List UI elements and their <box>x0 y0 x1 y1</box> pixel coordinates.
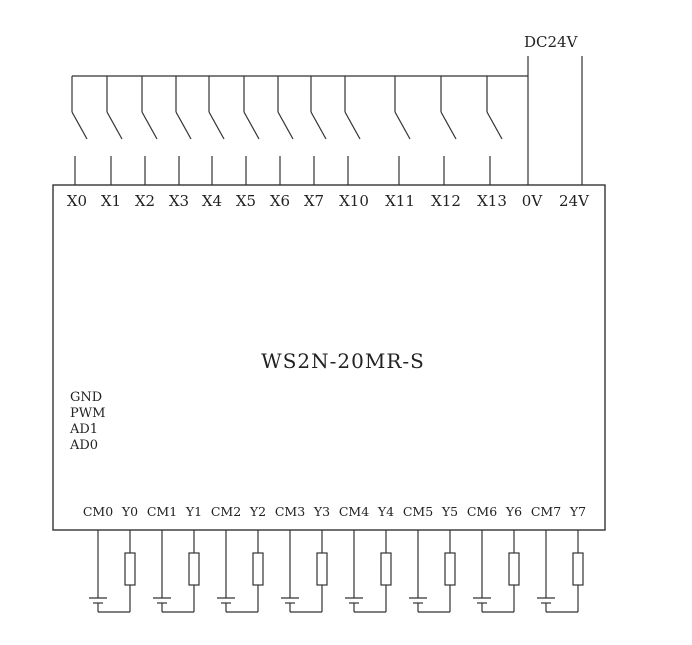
switch-contact <box>486 111 503 140</box>
input-switch <box>277 76 294 185</box>
output-circuit <box>409 530 456 613</box>
supply-label: DC24V <box>524 33 579 51</box>
input-switch <box>106 76 123 185</box>
terminal-x2: X2 <box>135 192 155 210</box>
load-resistor <box>188 552 200 586</box>
terminal-y4: Y4 <box>377 504 394 519</box>
terminal-x11: X11 <box>385 192 415 210</box>
load-resistor <box>572 552 584 586</box>
terminal-y6: Y6 <box>505 504 522 519</box>
output-circuit <box>89 530 136 613</box>
terminal-x5: X5 <box>236 192 256 210</box>
terminal-y0: Y0 <box>121 504 138 519</box>
switch-contact <box>71 111 88 140</box>
input-switch <box>71 76 88 185</box>
input-switch <box>486 76 503 185</box>
load-resistor <box>380 552 392 586</box>
input-terminal-labels: X0 X1 X2 X3 X4 X5 X6 X7 X10 X11 X12 X13 … <box>67 192 590 210</box>
plc-module-box <box>52 184 606 531</box>
input-switch <box>141 76 158 185</box>
output-circuit <box>537 530 584 613</box>
terminal-y3: Y3 <box>313 504 330 519</box>
output-circuit <box>281 530 328 613</box>
terminal-24v: 24V <box>559 192 590 210</box>
terminal-cm6: CM6 <box>467 504 497 519</box>
analog-terminal-labels: GND PWM AD1 AD0 <box>69 390 105 453</box>
switch-contact <box>175 111 192 140</box>
terminal-cm3: CM3 <box>275 504 305 519</box>
switch-contact <box>106 111 123 140</box>
terminal-x4: X4 <box>202 192 222 210</box>
device-name: WS2N-20MR-S <box>261 349 425 373</box>
output-circuit <box>217 530 264 613</box>
load-resistor <box>444 552 456 586</box>
terminal-y5: Y5 <box>441 504 458 519</box>
terminal-x0: X0 <box>67 192 87 210</box>
terminal-x3: X3 <box>169 192 189 210</box>
terminal-gnd: GND <box>70 390 102 405</box>
terminal-y7: Y7 <box>569 504 586 519</box>
load-resistor <box>316 552 328 586</box>
switch-contact <box>208 111 225 140</box>
switch-contact <box>277 111 294 140</box>
terminal-x10: X10 <box>339 192 369 210</box>
switch-contact <box>310 111 327 140</box>
terminal-cm4: CM4 <box>339 504 369 519</box>
switch-contact <box>344 111 361 140</box>
switch-contact <box>141 111 158 140</box>
terminal-0v: 0V <box>522 192 544 210</box>
output-circuit <box>345 530 392 613</box>
input-switch <box>310 76 327 185</box>
terminal-cm7: CM7 <box>531 504 561 519</box>
output-terminal-labels: CM0 Y0 CM1 Y1 CM2 Y2 CM3 Y3 CM4 Y4 CM5 Y… <box>83 504 586 519</box>
terminal-x13: X13 <box>477 192 507 210</box>
terminal-y2: Y2 <box>249 504 266 519</box>
input-switch <box>175 76 192 185</box>
input-switch <box>394 76 411 185</box>
input-switch <box>208 76 225 185</box>
input-switch <box>440 76 457 185</box>
output-circuit <box>473 530 520 613</box>
switch-contact <box>394 111 411 140</box>
input-switches <box>71 76 503 185</box>
terminal-cm1: CM1 <box>147 504 177 519</box>
terminal-ad1: AD1 <box>69 422 98 437</box>
output-circuits <box>89 530 584 613</box>
output-circuit <box>153 530 200 613</box>
load-resistor <box>124 552 136 586</box>
switch-contact <box>243 111 260 140</box>
terminal-ad0: AD0 <box>69 438 98 453</box>
terminal-y1: Y1 <box>185 504 202 519</box>
terminal-x12: X12 <box>431 192 461 210</box>
input-switch <box>243 76 260 185</box>
terminal-cm0: CM0 <box>83 504 113 519</box>
switch-contact <box>440 111 457 140</box>
terminal-x7: X7 <box>304 192 324 210</box>
terminal-cm2: CM2 <box>211 504 241 519</box>
terminal-cm5: CM5 <box>403 504 433 519</box>
input-switch <box>344 76 361 185</box>
terminal-pwm: PWM <box>70 406 105 421</box>
load-resistor <box>252 552 264 586</box>
load-resistor <box>508 552 520 586</box>
terminal-x1: X1 <box>101 192 121 210</box>
terminal-x6: X6 <box>270 192 290 210</box>
